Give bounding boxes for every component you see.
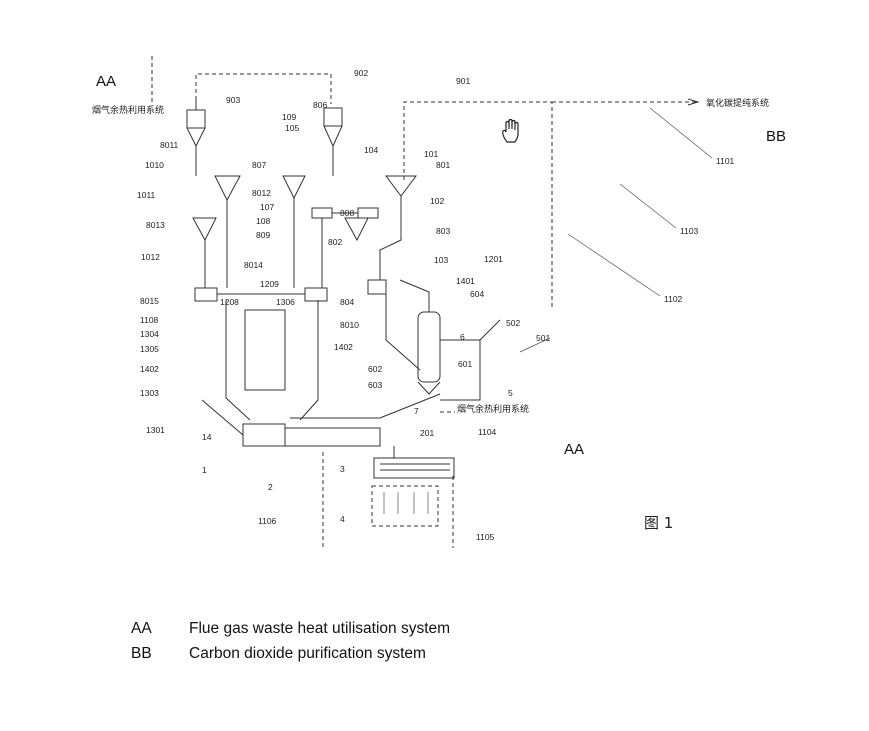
ref-6: 6 (460, 332, 465, 342)
ref-5: 5 (508, 388, 513, 398)
ref-1104: 1104 (478, 427, 497, 437)
ref-105a: 105 (285, 123, 299, 133)
ref-101: 101 (424, 149, 438, 159)
boundary-lines (151, 56, 700, 548)
ref-14: 14 (202, 432, 212, 442)
ref-803: 803 (436, 226, 450, 236)
reference-numbers: 902 903 806 109 105 104 901 101 801 8011… (137, 68, 735, 542)
ref-1105: 1105 (476, 532, 495, 542)
legend-row-bb: BB Carbon dioxide purification system (131, 645, 426, 663)
ref-1012: 1012 (141, 252, 160, 262)
ref-7: 7 (414, 406, 419, 416)
ref-1101: 1101 (716, 156, 735, 166)
ref-103: 103 (434, 255, 448, 265)
ref-3: 3 (340, 464, 345, 474)
ref-1301: 1301 (146, 425, 165, 435)
ref-2: 2 (268, 482, 273, 492)
legend-code: AA (131, 620, 152, 637)
ref-8011: 8011 (160, 140, 179, 150)
ref-802: 802 (328, 237, 342, 247)
ref-806: 806 (313, 100, 327, 110)
ref-902: 902 (354, 68, 368, 78)
ref-102: 102 (430, 196, 444, 206)
ref-8010: 8010 (340, 320, 359, 330)
ref-8013: 8013 (146, 220, 165, 230)
cn-label-co2: 氧化碳提纯系统 (706, 97, 769, 109)
ref-8014: 8014 (244, 260, 263, 270)
cn-label-flue-top: 烟气余热利用系统 (92, 104, 164, 116)
cn-label-flue-bottom: 烟气余热利用系统 (457, 403, 529, 415)
legend-code: BB (131, 645, 152, 662)
ref-4: 4 (340, 514, 345, 524)
ref-1209: 1209 (260, 279, 279, 289)
ref-109: 109 (282, 112, 296, 122)
ref-603: 603 (368, 380, 382, 390)
ref-108: 108 (256, 216, 270, 226)
ref-1201: 1201 (484, 254, 503, 264)
ref-1: 1 (202, 465, 207, 475)
legend-row-aa: AA Flue gas waste heat utilisation system (131, 620, 450, 638)
ref-1106: 1106 (258, 516, 277, 526)
ref-1208: 1208 (220, 297, 239, 307)
ref-1103: 1103 (680, 226, 699, 236)
ref-602: 602 (368, 364, 382, 374)
ref-502: 502 (506, 318, 520, 328)
ref-1102: 1102 (664, 294, 683, 304)
ref-804: 804 (340, 297, 354, 307)
ref-201: 201 (420, 428, 434, 438)
ref-8015: 8015 (140, 296, 159, 306)
ref-809: 809 (256, 230, 270, 240)
legend-text: Carbon dioxide purification system (189, 645, 426, 662)
figure-caption: 图 1 (644, 514, 673, 532)
ref-1402b: 1402 (140, 364, 159, 374)
ref-1303: 1303 (140, 388, 159, 398)
ref-801: 801 (436, 160, 450, 170)
region-label-bb: BB (766, 128, 786, 145)
region-label-aa-top: AA (96, 73, 116, 90)
ref-1108: 1108 (140, 315, 159, 325)
ref-1306: 1306 (276, 297, 295, 307)
ref-807: 807 (252, 160, 266, 170)
legend-text: Flue gas waste heat utilisation system (189, 620, 451, 637)
ref-604: 604 (470, 289, 484, 299)
ref-1304: 1304 (140, 329, 159, 339)
ref-901: 901 (456, 76, 470, 86)
ref-107: 107 (260, 202, 274, 212)
region-label-aa-right: AA (564, 441, 584, 458)
ref-501: 501 (536, 333, 550, 343)
ref-1402a: 1402 (334, 342, 353, 352)
ref-1401: 1401 (456, 276, 475, 286)
ref-903: 903 (226, 95, 240, 105)
ref-601: 601 (458, 359, 472, 369)
ref-104: 104 (364, 145, 378, 155)
equipment (186, 100, 713, 527)
ref-808: 808 (340, 208, 354, 218)
ref-1305: 1305 (140, 344, 159, 354)
ref-8012: 8012 (252, 188, 271, 198)
hand-cursor-icon (502, 118, 519, 143)
ref-1011: 1011 (137, 190, 156, 200)
ref-1010: 1010 (145, 160, 164, 170)
